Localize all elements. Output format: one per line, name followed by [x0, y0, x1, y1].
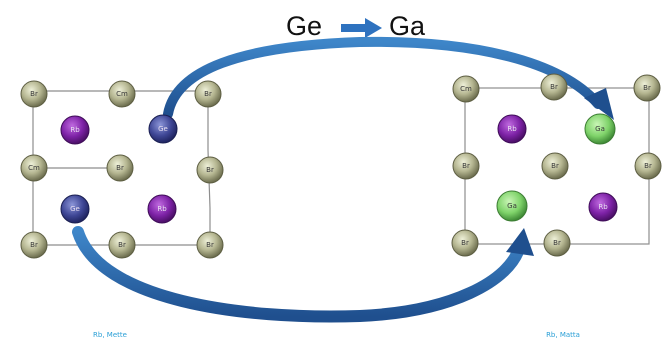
left-atom-cm: Cm: [108, 80, 136, 108]
right-atom-rb: Rb: [497, 114, 527, 144]
lower-transfer-arrow: [72, 226, 534, 323]
left-atom-ge: Ge: [60, 194, 90, 224]
title-to: Ga: [389, 11, 426, 41]
left-atom-br: Br: [196, 156, 224, 184]
right-atom-sphere-gray: [451, 229, 479, 257]
right-atom-sphere-purple: [497, 114, 527, 144]
right-atom-label: Ga: [595, 125, 605, 133]
left-atom-label: Br: [206, 241, 214, 249]
right-atom-label: Ga: [507, 202, 517, 210]
right-atom-label: Br: [553, 239, 561, 247]
right-atom-sphere-gray: [634, 152, 662, 180]
right-atom-sphere-gray: [543, 229, 571, 257]
left-atom-label: Rb: [70, 126, 80, 134]
right-atom-sphere-gray: [633, 74, 661, 102]
left-cell-caption: Rb, Mette: [93, 331, 127, 339]
left-atom-rb: Rb: [60, 115, 90, 145]
upper-arrowhead-icon: [584, 88, 614, 120]
lower-arrowhead-icon: [506, 228, 534, 256]
left-atom-label: Br: [30, 241, 38, 249]
right-atom-sphere-gray: [452, 152, 480, 180]
left-atom-sphere-purple: [147, 194, 177, 224]
right-atom-ga: Ga: [584, 113, 616, 145]
right-atom-label: Rb: [507, 125, 517, 133]
right-atom-cm: Cm: [452, 75, 480, 103]
right-atom-br: Br: [543, 229, 571, 257]
right-atom-label: Br: [462, 162, 470, 170]
left-atom-br: Br: [20, 231, 48, 259]
left-atom-sphere-gray: [108, 80, 136, 108]
right-atom-label: Br: [643, 84, 651, 92]
left-atom-br: Br: [20, 80, 48, 108]
right-atom-sphere-green: [584, 113, 616, 145]
right-atom-label: Br: [550, 83, 558, 91]
right-atom-br: Br: [540, 73, 568, 101]
title-group: Ge Ga: [286, 11, 426, 41]
right-atom-br: Br: [541, 152, 569, 180]
left-atom-sphere-gray: [20, 80, 48, 108]
left-atom-sphere-gray: [106, 154, 134, 182]
right-atom-rb: Rb: [588, 192, 618, 222]
left-atom-label: Cm: [28, 164, 40, 172]
left-atom-sphere-purple: [60, 115, 90, 145]
right-cell-caption: Rb, Matta: [546, 331, 580, 339]
left-atom-label: Br: [116, 164, 124, 172]
right-atom-sphere-gray: [540, 73, 568, 101]
left-atom-br: Br: [108, 231, 136, 259]
right-atom-label: Cm: [460, 85, 472, 93]
left-atom-sphere-blue: [148, 114, 178, 144]
right-atom-label: Rb: [598, 203, 608, 211]
left-atom-sphere-gray: [20, 154, 48, 182]
left-atom-label: Ge: [70, 205, 80, 213]
left-atom-sphere-blue: [60, 194, 90, 224]
right-atom-br: Br: [634, 152, 662, 180]
left-atom-label: Cm: [116, 90, 128, 98]
left-atom-sphere-gray: [108, 231, 136, 259]
right-atom-br: Br: [452, 152, 480, 180]
left-atom-sphere-gray: [20, 231, 48, 259]
right-atom-label: Br: [644, 162, 652, 170]
right-atom-sphere-purple: [588, 192, 618, 222]
left-atom-sphere-gray: [196, 156, 224, 184]
right-atom-sphere-gray: [452, 75, 480, 103]
left-atom-label: Ge: [158, 125, 168, 133]
left-atom-label: Br: [206, 166, 214, 174]
right-atom-sphere-gray: [541, 152, 569, 180]
left-atom-label: Rb: [157, 205, 167, 213]
left-atom-cm: Cm: [20, 154, 48, 182]
right-atom-sphere-green: [496, 190, 528, 222]
left-atom-br: Br: [106, 154, 134, 182]
left-atom-label: Br: [118, 241, 126, 249]
left-atom-sphere-gray: [194, 80, 222, 108]
left-atom-sphere-gray: [196, 231, 224, 259]
left-atom-rb: Rb: [147, 194, 177, 224]
title-from: Ge: [286, 11, 322, 41]
left-atom-br: Br: [194, 80, 222, 108]
right-atom-label: Br: [461, 239, 469, 247]
right-atom-br: Br: [633, 74, 661, 102]
right-atom-ga: Ga: [496, 190, 528, 222]
left-atom-label: Br: [204, 90, 212, 98]
upper-transfer-arrow: [163, 36, 614, 120]
title-arrow-icon: [341, 18, 382, 38]
left-atom-label: Br: [30, 90, 38, 98]
right-atom-label: Br: [551, 162, 559, 170]
right-atom-br: Br: [451, 229, 479, 257]
left-atom-ge: Ge: [148, 114, 178, 144]
left-atom-br: Br: [196, 231, 224, 259]
